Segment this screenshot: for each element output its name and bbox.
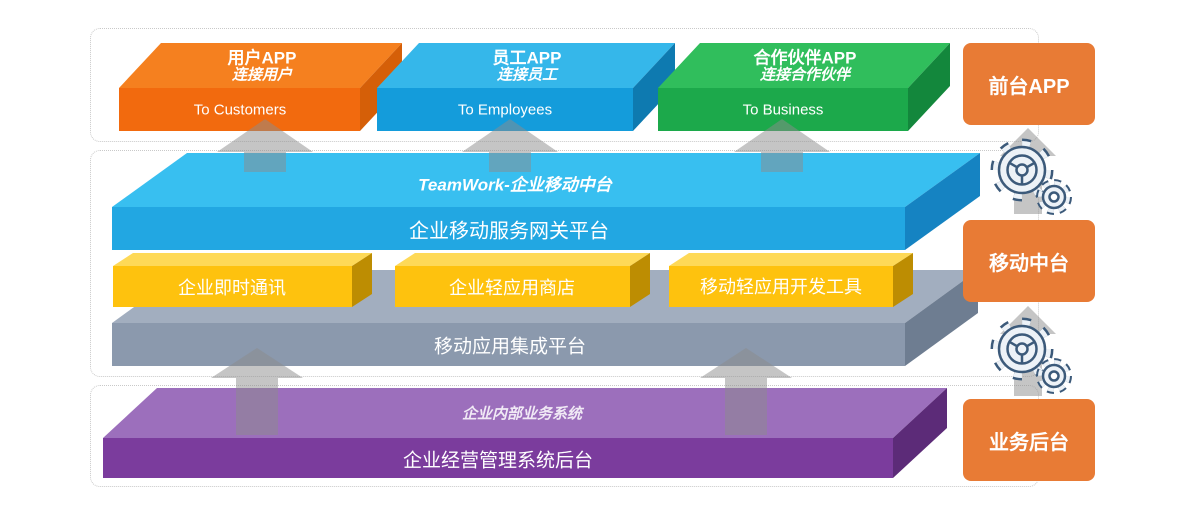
integration-slab-side-face [905, 270, 978, 366]
gear-icon [990, 138, 1054, 202]
partner-app-top-face [658, 43, 950, 88]
appstore-module-top-face [395, 253, 650, 266]
customer-app-title: 用户APP [227, 48, 297, 68]
customer-app-box [119, 43, 402, 131]
customer-app-front-face [119, 88, 360, 131]
side-label-mobile-middle-platform: 移动中台 [963, 220, 1095, 302]
backend-to-integration-arrows [211, 348, 792, 435]
partner-app-side-face [908, 43, 950, 131]
im-module-front-face [113, 266, 352, 307]
gateway-to-apps-arrows [217, 119, 830, 172]
appstore-module-side-face [630, 253, 650, 307]
side-label-business-backend-text: 业务后台 [989, 431, 1069, 454]
devtools-module-box [669, 253, 913, 307]
employee-app-side-face [633, 43, 675, 131]
backend-slab-title: 企业内部业务系统 [461, 405, 583, 423]
side-label-frontend-app: 前台APP [963, 43, 1095, 125]
employee-app-title: 员工APP [492, 48, 562, 68]
partner-app-title: 合作伙伴APP [753, 48, 857, 68]
appstore-module-label: 企业轻应用商店 [449, 278, 575, 298]
employee-app-box [377, 43, 675, 131]
gateway-slab-title: TeamWork-企业移动中台 [418, 175, 612, 195]
devtools-module-side-face [893, 253, 913, 307]
customer-app-audience: To Customers [193, 101, 287, 119]
devtools-module-label: 移动轻应用开发工具 [700, 277, 862, 297]
gateway-slab-label: 企业移动服务网关平台 [409, 220, 609, 243]
employee-app-audience: To Employees [457, 101, 553, 119]
partner-app-box [658, 43, 950, 131]
up-arrow [700, 348, 792, 435]
small-gear-icon [1036, 179, 1072, 215]
appstore-module-front-face [395, 266, 630, 307]
integration-slab-label: 移动应用集成平台 [433, 336, 587, 358]
side-label-frontend-app-text: 前台APP [988, 75, 1070, 98]
up-arrow [211, 348, 303, 435]
im-module-box [113, 253, 372, 307]
gateway-slab-side-face [905, 153, 980, 250]
small-gear-icon [1036, 358, 1072, 394]
employee-app-subtitle: 连接员工 [496, 66, 558, 84]
gear-cluster-top [990, 138, 1072, 215]
im-module-top-face [113, 253, 372, 266]
backend-slab-label: 企业经营管理系统后台 [402, 450, 594, 472]
customer-app-subtitle: 连接用户 [231, 66, 293, 84]
up-arrow [734, 119, 830, 172]
up-arrow [217, 119, 313, 172]
backend-slab-front-face [103, 438, 893, 478]
partner-app-subtitle: 连接合作伙伴 [759, 66, 851, 84]
side-label-mobile-middle-platform-text: 移动中台 [989, 252, 1069, 275]
appstore-module-box [395, 253, 650, 307]
devtools-module-top-face [669, 253, 913, 266]
im-module-side-face [352, 253, 372, 307]
devtools-module-front-face [669, 266, 893, 307]
gear-icon [990, 317, 1054, 381]
im-module-label: 企业即时通讯 [178, 278, 286, 298]
gateway-slab-front-face [112, 207, 905, 250]
partner-app-audience: To Business [742, 101, 824, 119]
side-label-business-backend: 业务后台 [963, 399, 1095, 481]
gear-cluster-bottom [990, 317, 1072, 394]
customer-app-top-face [119, 43, 402, 88]
employee-app-top-face [377, 43, 675, 88]
up-arrow [462, 119, 558, 172]
backend-slab-side-face [893, 388, 947, 478]
